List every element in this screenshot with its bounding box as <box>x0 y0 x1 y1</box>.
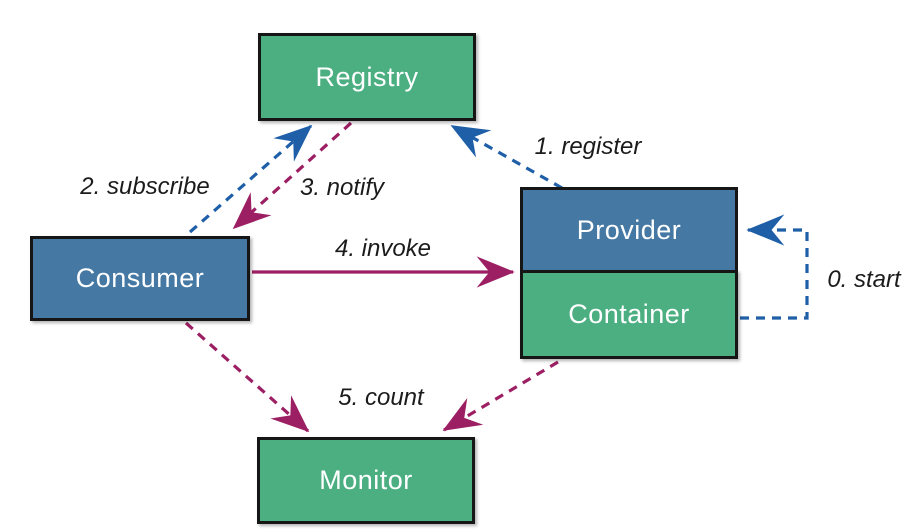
node-monitor: Monitor <box>257 437 475 524</box>
node-registry-label: Registry <box>315 61 419 92</box>
edge-label-notify: 3. notify <box>299 174 385 201</box>
node-monitor-label: Monitor <box>319 465 413 495</box>
node-container: Container <box>520 270 738 359</box>
node-consumer-label: Consumer <box>75 263 205 293</box>
arrow-start-loop <box>740 214 809 320</box>
arrow-count-from-consumer <box>184 321 310 433</box>
edge-label-invoke: 4. invoke <box>334 235 432 262</box>
node-consumer: Consumer <box>30 236 250 321</box>
node-registry: Registry <box>258 33 476 121</box>
edge-label-register: 1. register <box>534 133 642 160</box>
arrow-count-from-container <box>442 360 559 432</box>
edge-label-count: 5. count <box>338 384 424 411</box>
node-provider: Provider <box>520 187 738 273</box>
node-container-label: Container <box>568 299 690 329</box>
edge-label-start: 0. start <box>827 266 901 293</box>
edge-label-subscribe: 2. subscribe <box>80 173 210 200</box>
node-provider-label: Provider <box>576 214 682 245</box>
